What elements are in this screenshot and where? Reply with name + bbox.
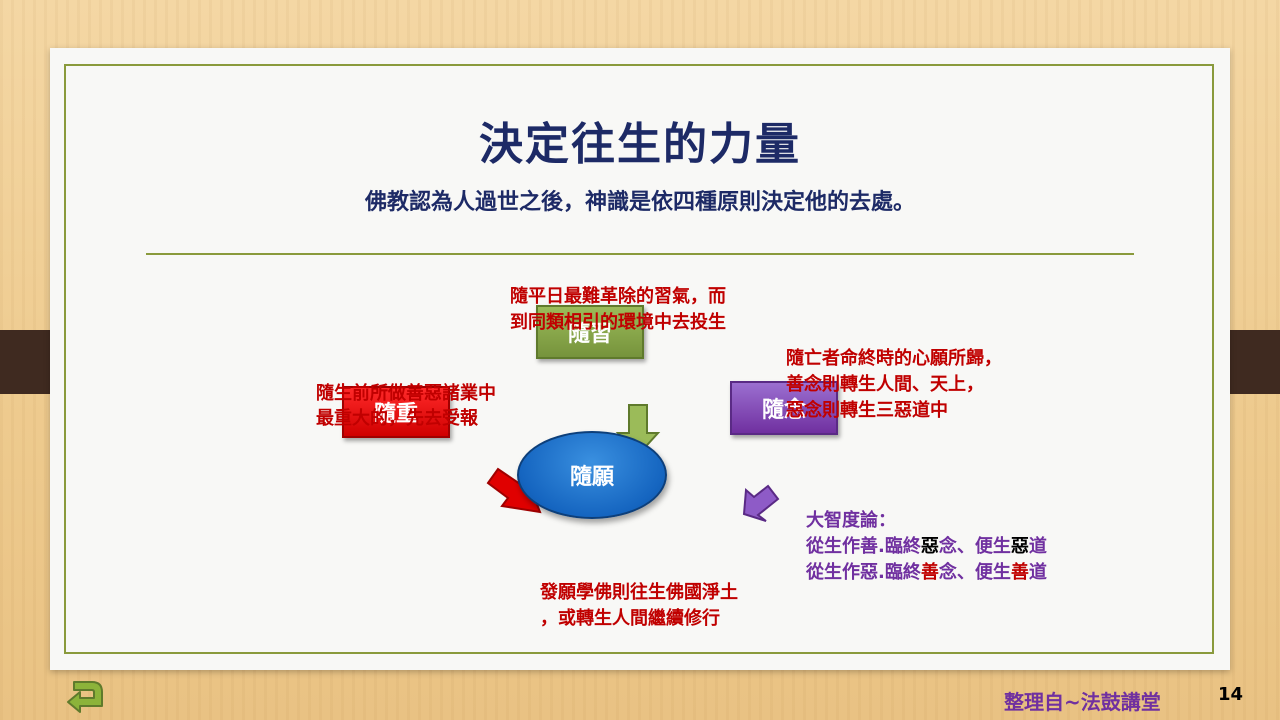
- thought-desc-line1: 隨亡者命終時的心願所歸，: [786, 348, 1002, 369]
- thought-box: 隨念: [730, 381, 838, 435]
- vow-desc-line1: 發願學佛則往生佛國淨土: [540, 582, 738, 603]
- divider-line: [146, 253, 1134, 255]
- quote-line2: 從生作惡.臨終善念、便生善道: [806, 562, 1047, 583]
- habit-box: 隨習: [536, 305, 644, 359]
- return-arrow-icon[interactable]: [66, 676, 110, 716]
- habit-desc-line2: 到同類相引的環境中去投生: [510, 312, 726, 333]
- quote-line1: 從生作善.臨終惡念、便生惡道: [806, 536, 1047, 557]
- thought-arrow: [742, 484, 780, 522]
- quote-source: 大智度論：: [806, 510, 896, 531]
- slide-subtitle: 佛教認為人過世之後，神識是依四種原則決定他的去處。: [364, 190, 915, 215]
- weight-desc-line1: 隨生前所做善惡諸業中: [316, 383, 496, 404]
- page-number: 14: [1218, 684, 1244, 705]
- thought-desc-line2: 善念則轉生人間、天上，: [786, 374, 984, 395]
- vow-center-node: 隨願: [517, 431, 667, 519]
- credit-text: 整理自~法鼓講堂: [1004, 690, 1161, 714]
- slide-title: 決定往生的力量: [479, 119, 801, 170]
- weight-box: 隨重: [342, 386, 450, 438]
- vow-desc-line2: ，或轉生人間繼續修行: [540, 608, 720, 629]
- thought-desc-line3: 惡念則轉生三惡道中: [786, 400, 948, 421]
- slide-card: 決定往生的力量 佛教認為人過世之後，神識是依四種原則決定他的去處。: [50, 48, 1230, 670]
- weight-desc-line2: 最重大的，先去受報: [316, 408, 478, 429]
- habit-desc-line1: 隨平日最難革除的習氣，而: [510, 286, 726, 307]
- slide-frame: [64, 64, 1214, 654]
